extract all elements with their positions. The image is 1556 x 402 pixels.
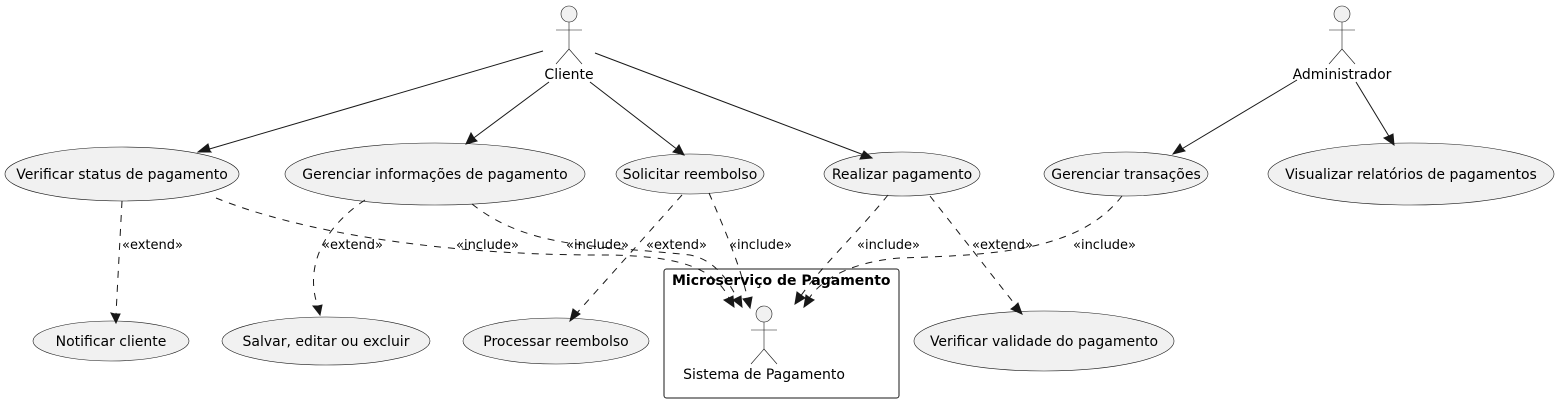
use-case-gerenciar-transacoes-label: Gerenciar transações (1051, 167, 1201, 183)
system-boundary: Microserviço de Pagamento (663, 268, 900, 399)
association-cliente-solicitar-reembolso (589, 81, 685, 156)
extend-gerenciar-info-salvar-editar (311, 199, 366, 317)
use-case-notificar-cliente: Notificar cliente (32, 320, 190, 362)
use-case-verificar-status: Verificar status de pagamento (4, 146, 240, 202)
actor-cliente: Cliente (544, 5, 594, 83)
use-case-salvar-editar-label: Salvar, editar ou excluir (243, 334, 410, 350)
use-case-gerenciar-info-label: Gerenciar informações de pagamento (302, 167, 567, 183)
extend-verificar-status-notificar-cliente (110, 200, 123, 325)
extend-realizar-pagamento-verificar-validade (929, 195, 1023, 315)
actor-cliente-label: Cliente (544, 67, 593, 83)
actor-sistema-pagamento: Sistema de Pagamento (683, 305, 845, 383)
label-include-solicitar: «include» (729, 238, 792, 253)
label-include-verificar-status: «include» (456, 238, 519, 253)
use-case-salvar-editar: Salvar, editar ou excluir (221, 316, 431, 366)
use-case-verificar-validade: Verificar validade do pagamento (913, 310, 1175, 372)
use-case-realizar-pagamento: Realizar pagamento (823, 151, 981, 197)
include-realizar-pagamento-sistema (794, 194, 889, 305)
extend-solicitar-reembolso-processar-reembolso (569, 194, 683, 323)
association-cliente-realizar-pagamento (594, 52, 874, 160)
use-case-processar-reembolso: Processar reembolso (462, 317, 650, 365)
system-boundary-title: Microserviço de Pagamento (672, 273, 891, 289)
association-cliente-verificar-status (196, 50, 544, 153)
use-case-verificar-validade-label: Verificar validade do pagamento (930, 334, 1158, 350)
association-cliente-gerenciar-info (465, 81, 550, 145)
use-case-solicitar-reembolso-label: Solicitar reembolso (623, 167, 758, 183)
label-include-transacoes: «include» (1073, 238, 1136, 253)
association-administrador-gerenciar-transacoes (1171, 79, 1298, 155)
use-case-processar-reembolso-label: Processar reembolso (483, 334, 628, 350)
use-case-gerenciar-info: Gerenciar informações de pagamento (284, 142, 586, 206)
use-case-visualizar-relatorios: Visualizar relatórios de pagamentos (1267, 142, 1555, 206)
association-administrador-visualizar-relatorios (1355, 81, 1395, 147)
use-case-notificar-cliente-label: Notificar cliente (56, 334, 167, 350)
include-solicitar-reembolso-sistema (708, 192, 753, 310)
label-extend-salvar: «extend» (322, 238, 383, 253)
label-include-gerenciar-info: «include» (566, 238, 629, 253)
use-case-gerenciar-transacoes: Gerenciar transações (1043, 151, 1209, 197)
actor-administrador: Administrador (1293, 5, 1392, 83)
label-extend-processar: «extend» (646, 238, 707, 253)
actor-sistema-pagamento-label: Sistema de Pagamento (683, 367, 845, 383)
include-gerenciar-info-sistema (471, 203, 743, 309)
use-case-solicitar-reembolso: Solicitar reembolso (615, 153, 765, 195)
use-case-visualizar-relatorios-label: Visualizar relatórios de pagamentos (1285, 167, 1537, 183)
actor-administrador-label: Administrador (1293, 67, 1392, 83)
use-case-realizar-pagamento-label: Realizar pagamento (832, 167, 972, 183)
include-gerenciar-transacoes-sistema (803, 195, 1123, 309)
label-extend-validade: «extend» (972, 238, 1033, 253)
label-extend-notificar: «extend» (122, 238, 183, 253)
use-case-verificar-status-label: Verificar status de pagamento (16, 167, 228, 183)
label-include-realizar: «include» (857, 238, 920, 253)
